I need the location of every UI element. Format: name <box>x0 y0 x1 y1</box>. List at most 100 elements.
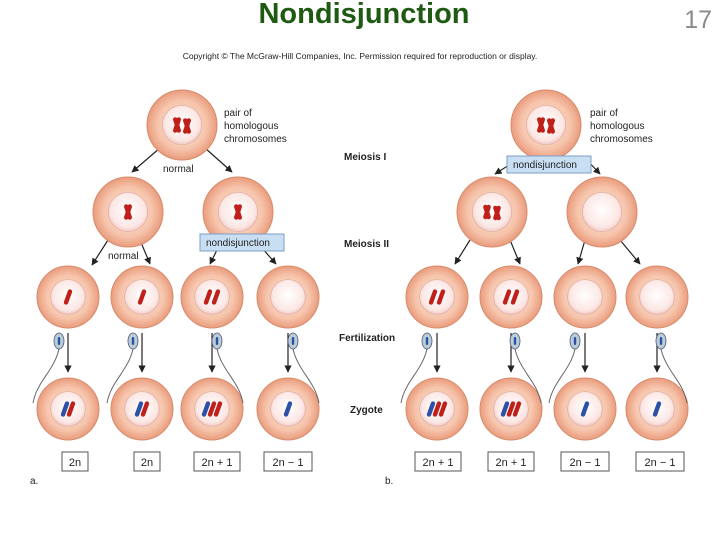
nucleus <box>50 391 86 427</box>
panel-b-parent-label-2: homologous <box>590 121 644 132</box>
sperm <box>400 332 433 404</box>
meiosis-1-cell-a <box>92 176 164 248</box>
panel-a-nondisjunction-callout <box>199 233 285 252</box>
panel-a-count-4: 2n − 1 <box>273 457 304 469</box>
panel-a-count-box: 2n <box>61 451 89 472</box>
panel-b-count-box: 2n − 1 <box>635 451 685 472</box>
nucleus <box>471 191 512 232</box>
chromosome <box>203 289 213 305</box>
panel-a-parent-label-1: pair of <box>224 108 252 119</box>
sperm <box>509 332 542 404</box>
arrow <box>509 239 521 265</box>
panel-a-parent-label-3: chromosomes <box>224 134 287 145</box>
panel-b-parent-label-1: pair of <box>590 108 618 119</box>
chromosome <box>512 401 522 417</box>
chromosome <box>493 205 501 221</box>
nucleus <box>270 279 306 315</box>
parent-cell-b <box>510 89 582 161</box>
panel-a-parent-label-2: homologous <box>224 121 278 132</box>
chromosome <box>510 289 520 305</box>
gamete-cell-a <box>110 265 174 329</box>
chromosome <box>502 289 512 305</box>
chromosome <box>60 401 70 417</box>
zygote-cell-a <box>36 377 100 441</box>
chromosome <box>652 401 662 417</box>
arrow <box>576 239 586 265</box>
panel-b-nondisjunction-label: nondisjunction <box>513 160 577 171</box>
chromosome <box>234 204 242 220</box>
chromosome <box>173 117 181 133</box>
chromosome <box>183 118 191 134</box>
stage-meiosis-2: Meiosis II <box>344 239 389 250</box>
chromosome <box>426 401 436 417</box>
panel-a-count-3: 2n + 1 <box>202 457 233 469</box>
chromosome <box>207 401 217 417</box>
chromosome <box>213 401 223 417</box>
chromosome <box>547 118 555 134</box>
nucleus <box>161 105 202 146</box>
meiosis-1-cell-b <box>566 176 638 248</box>
sperm <box>32 332 65 404</box>
chromosome <box>137 289 147 305</box>
chromosome <box>506 401 516 417</box>
nucleus <box>124 391 160 427</box>
panel-b-letter: b. <box>385 476 393 487</box>
chromosome <box>537 117 545 133</box>
chromosome <box>500 401 510 417</box>
panel-b-nondisjunction-callout <box>506 155 592 174</box>
gamete-cell-b <box>479 265 543 329</box>
chromosome <box>211 289 221 305</box>
nucleus <box>493 279 529 315</box>
panel-b-count-4: 2n − 1 <box>645 457 676 469</box>
zygote-cell-b <box>625 377 689 441</box>
arrow <box>204 147 233 173</box>
sperm <box>106 332 139 404</box>
panel-b-count-box: 2n + 1 <box>414 451 462 472</box>
zygote-cell-a <box>180 377 244 441</box>
sperm-cells <box>32 332 688 404</box>
chromosome <box>124 204 132 220</box>
parent-cell-a <box>146 89 218 161</box>
sperm <box>287 332 320 404</box>
sperm <box>548 332 581 404</box>
panel-a-count-box: 2n + 1 <box>193 451 241 472</box>
chromosome <box>432 401 442 417</box>
meiosis-1-cell-a <box>202 176 274 248</box>
chromosome <box>201 401 211 417</box>
gamete-cell-b <box>625 265 689 329</box>
gamete-cell-a <box>180 265 244 329</box>
panel-a-count-box: 2n − 1 <box>263 451 313 472</box>
zygote-cell-a <box>110 377 174 441</box>
zygote-cell-b <box>405 377 469 441</box>
chromosome <box>66 401 76 417</box>
cells <box>36 89 689 441</box>
panel-b-count-box: 2n + 1 <box>487 451 535 472</box>
stage-meiosis-1: Meiosis I <box>344 152 386 163</box>
nucleus <box>526 105 567 146</box>
chromosome <box>428 289 438 305</box>
nucleus <box>567 279 603 315</box>
chromosome <box>580 401 590 417</box>
panel-a-normal-label-2: normal <box>108 251 139 262</box>
zygote-cell-b <box>553 377 617 441</box>
panel-b-count-2: 2n + 1 <box>496 457 527 469</box>
chromosome <box>283 401 293 417</box>
slide-title: Nondisjunction <box>258 0 470 30</box>
panel-a-normal-label-1: normal <box>163 164 194 175</box>
arrow <box>619 239 641 265</box>
sperm <box>211 332 244 404</box>
panel-a-count-2: 2n <box>141 457 153 469</box>
chromosome <box>140 401 150 417</box>
panel-a-count-1: 2n <box>69 457 81 469</box>
nucleus <box>582 191 623 232</box>
arrow <box>131 147 161 173</box>
gamete-cell-a <box>256 265 320 329</box>
chromosome <box>483 204 491 220</box>
panel-a-nondisjunction-label: nondisjunction <box>206 238 270 249</box>
zygote-cell-b <box>479 377 543 441</box>
copyright-notice: Copyright © The McGraw-Hill Companies, I… <box>182 51 538 61</box>
arrow <box>454 239 471 265</box>
panel-a-letter: a. <box>30 476 38 487</box>
gamete-cell-b <box>405 265 469 329</box>
